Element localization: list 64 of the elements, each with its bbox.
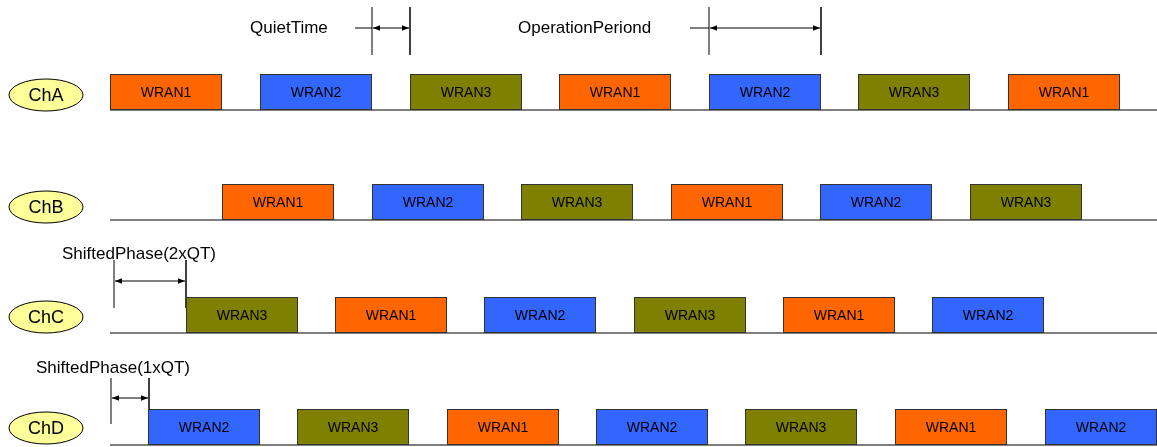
- slot-label: WRAN1: [140, 84, 192, 100]
- time-slot-box: [634, 297, 746, 333]
- channel-label: ChC: [28, 306, 64, 328]
- slot-label: WRAN3: [888, 84, 940, 100]
- slot-label: WRAN3: [664, 307, 716, 323]
- slot-label: WRAN3: [327, 419, 379, 435]
- channel-label: ChB: [28, 196, 64, 218]
- slot-label: WRAN1: [925, 419, 977, 435]
- slot-label: WRAN2: [850, 194, 902, 210]
- slot-label: WRAN2: [290, 84, 342, 100]
- slot-label: WRAN3: [775, 419, 827, 435]
- time-slot-box: [820, 184, 932, 220]
- slot-label: WRAN1: [365, 307, 417, 323]
- slot-label: WRAN1: [1038, 84, 1090, 100]
- time-slot-box: [484, 297, 596, 333]
- slot-label: WRAN2: [626, 419, 678, 435]
- channel-label: ChD: [28, 417, 64, 439]
- slot-label: WRAN1: [252, 194, 304, 210]
- slot-label: WRAN1: [813, 307, 865, 323]
- slot-label: WRAN1: [477, 419, 529, 435]
- dimension-label: OperationPeriond: [518, 18, 652, 38]
- time-slot-box: [783, 297, 895, 333]
- slot-label: WRAN3: [1000, 194, 1052, 210]
- time-slot-box: [709, 74, 821, 110]
- time-slot-box: [222, 184, 334, 220]
- slot-label: WRAN2: [739, 84, 791, 100]
- channel-ellipse: [8, 300, 84, 334]
- dimension-label: ShiftedPhase(1xQT): [36, 358, 190, 378]
- time-slot-box: [410, 74, 522, 110]
- time-slot-box: [148, 409, 260, 445]
- time-slot-box: [260, 74, 372, 110]
- time-slot-box: [186, 297, 298, 333]
- time-slot-box: [521, 184, 633, 220]
- time-slot-box: [1045, 409, 1157, 445]
- slot-label: WRAN3: [551, 194, 603, 210]
- dimension-label: QuietTime: [250, 18, 328, 38]
- slot-label: WRAN2: [514, 307, 566, 323]
- slot-label: WRAN2: [402, 194, 454, 210]
- time-slot-box: [297, 409, 409, 445]
- channel-ellipse: [8, 190, 84, 224]
- time-slot-box: [335, 297, 447, 333]
- slot-label: WRAN2: [1075, 419, 1127, 435]
- time-slot-box: [745, 409, 857, 445]
- time-slot-box: [895, 409, 1007, 445]
- time-slot-box: [596, 409, 708, 445]
- channel-ellipse: [8, 411, 84, 445]
- channel-label: ChA: [28, 84, 64, 106]
- slot-label: WRAN3: [216, 307, 268, 323]
- time-slot-box: [110, 74, 222, 110]
- time-slot-box: [858, 74, 970, 110]
- slot-label: WRAN2: [178, 419, 230, 435]
- time-slot-box: [671, 184, 783, 220]
- time-slot-box: [559, 74, 671, 110]
- time-slot-box: [447, 409, 559, 445]
- slot-label: WRAN1: [701, 194, 753, 210]
- time-slot-box: [970, 184, 1082, 220]
- time-slot-box: [1008, 74, 1120, 110]
- slot-label: WRAN1: [589, 84, 641, 100]
- slot-label: WRAN2: [962, 307, 1014, 323]
- time-slot-box: [372, 184, 484, 220]
- time-slot-box: [932, 297, 1044, 333]
- channel-ellipse: [8, 78, 84, 112]
- dimension-label: ShiftedPhase(2xQT): [62, 244, 216, 264]
- slot-label: WRAN3: [440, 84, 492, 100]
